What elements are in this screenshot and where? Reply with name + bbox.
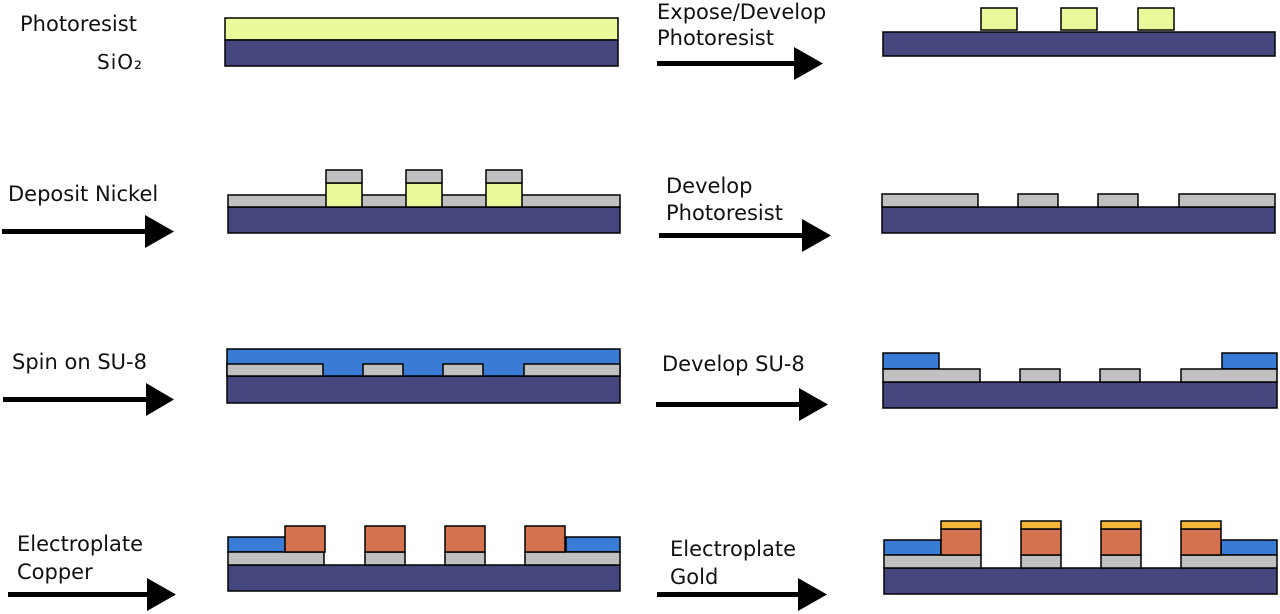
nickel-pad: [442, 363, 484, 377]
label-electroplate-copper-line2: Copper: [17, 560, 93, 584]
copper-plating: [1180, 528, 1222, 556]
photoresist-pillar: [485, 182, 523, 208]
nickel-cap: [405, 169, 443, 184]
arrow-electroplate-gold: [657, 578, 827, 611]
sio2-substrate: [227, 206, 621, 234]
nickel-cap: [325, 169, 363, 184]
nickel-pad: [226, 363, 324, 377]
panel-initial: [224, 17, 619, 67]
nickel-pad: [1180, 554, 1278, 569]
panel-develop-photoresist: [881, 193, 1276, 234]
label-develop-photoresist-line2: Photoresist: [666, 201, 783, 225]
gold-plating: [1020, 520, 1062, 530]
sio2-substrate: [227, 564, 621, 592]
nickel-pad: [883, 554, 982, 569]
label-deposit-nickel: Deposit Nickel: [8, 182, 159, 206]
sio2-substrate: [883, 567, 1278, 595]
label-electroplate-gold-line1: Electroplate: [670, 537, 797, 561]
label-electroplate-gold-line2: Gold: [670, 565, 719, 589]
nickel-pad: [881, 193, 979, 208]
nickel-cap: [485, 169, 523, 184]
arrow-expose-develop: [657, 47, 823, 80]
nickel-pad: [1099, 368, 1141, 383]
nickel-pad: [1019, 368, 1061, 383]
photoresist-layer: [224, 17, 619, 41]
copper-plating: [364, 525, 406, 553]
su8-remnant: [1220, 539, 1278, 556]
panel-spin-su8: [226, 348, 621, 404]
nickel-pad: [523, 363, 621, 377]
arrow-spin-su8: [3, 383, 174, 416]
su8-remnant: [227, 536, 287, 553]
photoresist-pillar: [405, 182, 443, 208]
gold-plating: [940, 520, 982, 530]
gold-plating: [1180, 520, 1222, 530]
sio2-substrate: [224, 39, 619, 67]
nickel-pad: [1017, 193, 1059, 208]
nickel-pad: [444, 551, 486, 566]
sio2-substrate: [882, 381, 1278, 409]
copper-plating: [1020, 528, 1062, 556]
label-electroplate-copper-line1: Electroplate: [17, 532, 144, 556]
nickel-pad: [362, 363, 404, 377]
copper-plating: [1100, 528, 1142, 556]
panel-deposit-nickel: [227, 169, 621, 234]
su8-remnant: [883, 539, 942, 556]
panel-electroplate-gold: [883, 520, 1278, 595]
sio2-substrate: [226, 375, 621, 404]
arrow-develop-photoresist: [659, 219, 831, 252]
nickel-pad: [1020, 554, 1062, 569]
label-expose-develop-line2: Photoresist: [657, 26, 774, 50]
copper-plating: [940, 528, 982, 556]
label-develop-su8: Develop SU-8: [662, 352, 805, 376]
label-sio2: SiO₂: [97, 50, 144, 74]
label-expose-develop-line1: Expose/Develop: [657, 0, 827, 24]
gold-plating: [1100, 520, 1142, 530]
nickel-pad: [364, 551, 406, 566]
copper-plating: [444, 525, 486, 553]
sio2-substrate: [881, 206, 1276, 234]
photoresist-pillar: [1060, 7, 1098, 31]
panel-develop-su8: [882, 352, 1278, 409]
su8-remnant: [1221, 352, 1278, 370]
nickel-pad: [1100, 554, 1142, 569]
nickel-pad: [1180, 368, 1278, 383]
arrow-deposit-nickel: [2, 215, 174, 248]
photoresist-pillar: [980, 7, 1018, 31]
nickel-pad: [524, 551, 621, 566]
copper-plating: [524, 525, 566, 553]
su8-remnant: [565, 536, 621, 553]
nickel-pad: [1097, 193, 1139, 208]
photoresist-pillar: [325, 182, 363, 208]
su8-remnant: [882, 352, 940, 370]
label-develop-photoresist-line1: Develop: [666, 174, 753, 198]
label-photoresist: Photoresist: [20, 12, 137, 36]
copper-plating: [284, 525, 326, 553]
nickel-pad: [882, 368, 981, 383]
panel-expose-develop: [882, 7, 1276, 57]
arrow-electroplate-copper: [8, 578, 176, 611]
arrow-develop-su8: [656, 388, 828, 421]
nickel-pad: [1178, 193, 1276, 208]
photoresist-pillar: [1137, 7, 1175, 31]
sio2-substrate: [882, 31, 1276, 57]
nickel-pad: [227, 551, 325, 566]
panel-electroplate-copper: [227, 525, 621, 592]
label-spin-su8: Spin on SU-8: [12, 350, 147, 374]
